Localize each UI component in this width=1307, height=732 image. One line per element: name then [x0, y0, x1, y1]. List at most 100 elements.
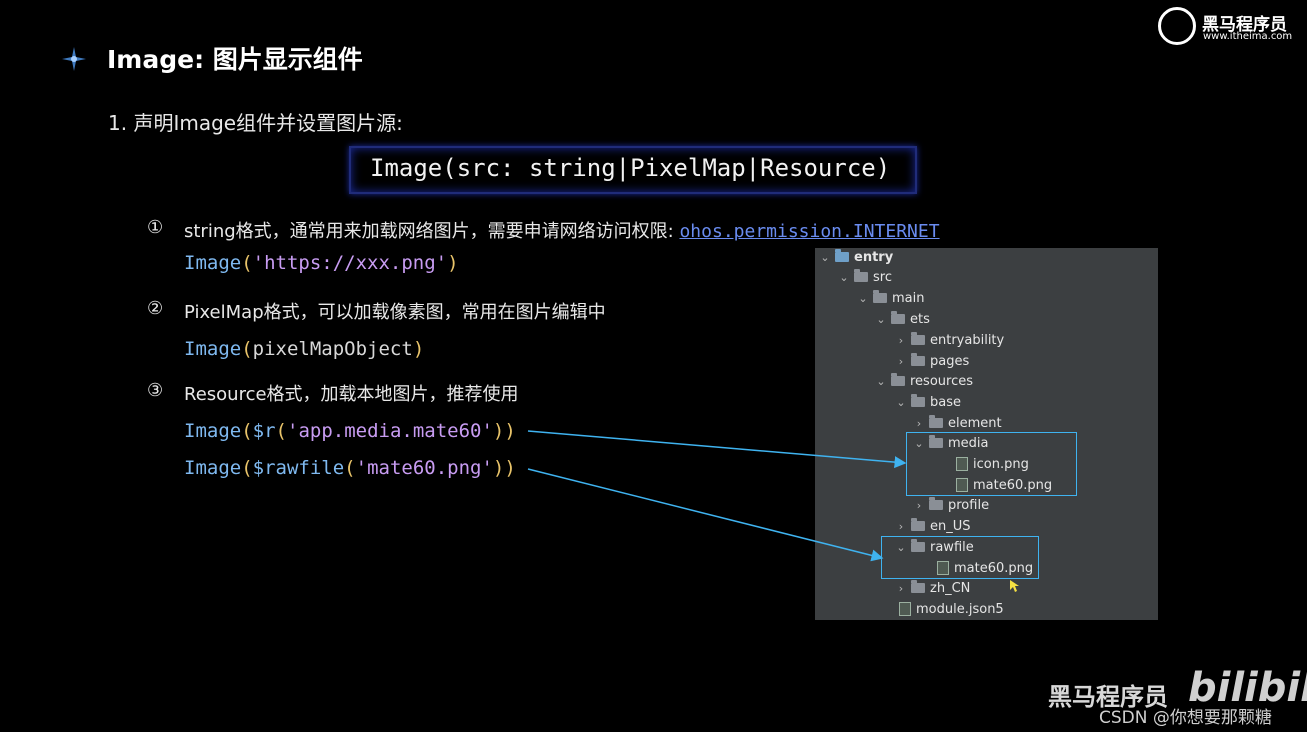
folder-icon: [929, 414, 943, 428]
chevron-down-icon[interactable]: ⌄: [914, 437, 924, 450]
code-arg: 'mate60.png': [355, 457, 493, 479]
tree-label: element: [948, 416, 1002, 431]
code-paren: (: [241, 338, 253, 360]
image-file-icon: [956, 456, 968, 471]
chevron-down-icon[interactable]: ⌄: [896, 396, 906, 409]
chevron-right-icon[interactable]: ›: [898, 582, 904, 595]
code-paren: ): [492, 457, 505, 479]
code-arg: 'https://xxx.png': [252, 252, 448, 274]
tree-item-rawfile[interactable]: ⌄rawfile: [895, 538, 974, 558]
tree-item-src[interactable]: ⌄ src: [838, 268, 892, 288]
tree-label: resources: [910, 374, 974, 389]
code-paren: ): [504, 420, 516, 442]
brand-logo-icon: [1158, 7, 1196, 45]
code-call: $r: [252, 420, 276, 442]
code-arg: 'app.media.mate60': [287, 420, 493, 442]
brand-url: www.itheima.com: [1203, 31, 1293, 42]
folder-icon: [911, 579, 925, 593]
chevron-down-icon[interactable]: ⌄: [876, 313, 886, 326]
tree-item-zh-cn[interactable]: › zh_CN: [895, 579, 970, 599]
code-line-string: Image('https://xxx.png'): [184, 252, 459, 274]
code-paren: (: [275, 420, 287, 442]
module-folder-icon: [835, 248, 849, 262]
brand-name: 黑马程序员: [1202, 15, 1287, 35]
tree-label: icon.png: [973, 457, 1029, 472]
tree-item-rawfile-mate60[interactable]: mate60.png: [931, 559, 1033, 579]
tree-label: mate60.png: [954, 561, 1034, 576]
tree-label: profile: [948, 498, 990, 513]
cursor-icon: [1010, 580, 1019, 592]
tree-item-entry[interactable]: ⌄ entry: [819, 248, 893, 268]
item-desc-3: Resource格式，加载本地图片，推荐使用: [184, 384, 519, 405]
tree-item-entryability[interactable]: › entryability: [895, 331, 1004, 351]
arrow-to-rawfile: [527, 468, 884, 562]
chevron-down-icon[interactable]: ⌄: [858, 292, 868, 305]
folder-icon: [911, 352, 925, 366]
item-desc-1-text: string格式，通常用来加载网络图片，需要申请网络访问权限:: [184, 221, 674, 242]
tree-item-ets[interactable]: ⌄ ets: [875, 310, 930, 330]
code-arg: pixelMapObject: [252, 338, 413, 360]
tree-label: mate60.png: [973, 478, 1053, 493]
footer-brand: 黑马程序员: [1048, 683, 1168, 711]
chevron-right-icon[interactable]: ›: [898, 520, 904, 533]
tree-label: en_US: [930, 519, 971, 534]
image-file-icon: [937, 560, 949, 575]
folder-icon: [911, 538, 925, 552]
tree-label: main: [892, 291, 925, 306]
tree-item-module-json5[interactable]: module.json5: [893, 600, 1004, 620]
chevron-down-icon[interactable]: ⌄: [896, 541, 906, 554]
tree-item-main[interactable]: ⌄ main: [857, 289, 924, 309]
tree-item-media[interactable]: ⌄media: [913, 434, 989, 454]
folder-icon: [891, 372, 905, 386]
project-file-tree: ⌄ entry ⌄ src ⌄ main ⌄ ets › entryability › pa…: [815, 248, 1158, 620]
folder-icon: [873, 289, 887, 303]
chevron-right-icon[interactable]: ›: [898, 355, 904, 368]
chevron-down-icon[interactable]: ⌄: [820, 251, 830, 264]
bilibili-logo: bilibili: [1188, 665, 1307, 711]
item-number-1: ①: [147, 217, 164, 238]
tree-item-en-us[interactable]: › en_US: [895, 517, 971, 537]
tree-item-mate60-png[interactable]: mate60.png: [950, 476, 1052, 496]
folder-icon: [911, 393, 925, 407]
tree-label: zh_CN: [930, 581, 971, 596]
tree-item-base[interactable]: ⌄base: [895, 393, 961, 413]
folder-icon: [929, 434, 943, 448]
arrow-to-media: [527, 430, 907, 469]
chevron-right-icon[interactable]: ›: [916, 499, 922, 512]
csdn-watermark: CSDN @你想要那颗糖: [1099, 708, 1272, 728]
tree-label: src: [873, 270, 892, 285]
permission-link[interactable]: ohos.permission.INTERNET: [679, 221, 940, 242]
item-desc-2: PixelMap格式，可以加载像素图，常用在图片编辑中: [184, 302, 606, 323]
code-fn: Image: [184, 457, 242, 479]
tree-label: entryability: [930, 333, 1005, 348]
tree-label: entry: [854, 250, 894, 265]
chevron-right-icon[interactable]: ›: [916, 417, 922, 430]
tree-label: pages: [930, 354, 970, 369]
code-paren: (: [344, 457, 356, 479]
code-line-pixelmap: Image(pixelMapObject): [184, 338, 424, 360]
tree-item-element[interactable]: › element: [913, 414, 1002, 434]
tree-item-resources[interactable]: ⌄ resources: [875, 372, 973, 392]
folder-icon: [911, 331, 925, 345]
code-paren: (: [241, 252, 253, 274]
chevron-down-icon[interactable]: ⌄: [876, 375, 886, 388]
chevron-down-icon[interactable]: ⌄: [839, 271, 849, 284]
tree-item-pages[interactable]: › pages: [895, 352, 969, 372]
code-paren: ): [504, 457, 516, 479]
signature-text: Image(src: string|PixelMap|Resource): [370, 154, 891, 182]
code-paren: (: [241, 420, 253, 442]
code-fn: Image: [184, 252, 242, 274]
tree-item-icon-png[interactable]: icon.png: [950, 455, 1029, 475]
item-number-2: ②: [147, 298, 164, 319]
chevron-right-icon[interactable]: ›: [898, 334, 904, 347]
code-fn: Image: [184, 338, 242, 360]
json-file-icon: [899, 601, 911, 616]
code-call: $rawfile: [252, 457, 345, 479]
sparkle-icon: [62, 47, 86, 71]
tree-item-profile[interactable]: › profile: [913, 496, 989, 516]
code-paren: (: [241, 457, 253, 479]
folder-icon: [911, 517, 925, 531]
tree-label: ets: [910, 312, 930, 327]
code-paren: ): [412, 338, 425, 360]
